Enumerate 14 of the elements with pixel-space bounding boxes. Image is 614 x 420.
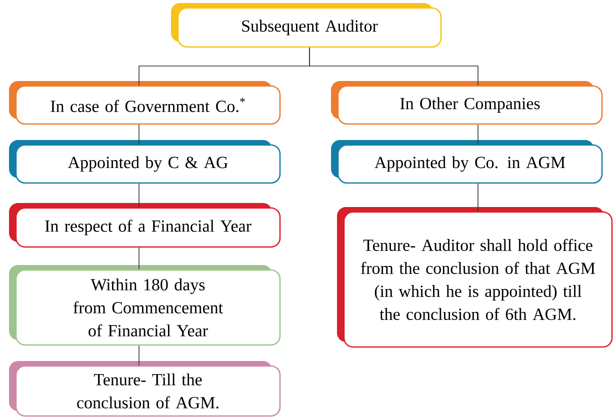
process-box: Within 180 days from Commencement of Financial Year — [9, 265, 281, 346]
process-box: Subsequent Auditor — [171, 3, 442, 48]
process-box: Appointed by Co. in AGM — [331, 140, 603, 184]
process-box: In respect of a Financial Year — [9, 203, 281, 248]
process-box: In case of Government Co.$^{*}$ — [9, 81, 281, 125]
connector-line — [309, 47, 478, 86]
connector-line — [138, 183, 140, 208]
connector-line — [138, 345, 140, 366]
process-box: In Other Companies — [331, 81, 603, 125]
connector-line — [138, 247, 140, 270]
process-box: Tenure- Till the conclusion of AGM. — [9, 360, 281, 417]
connector-line — [138, 124, 140, 145]
process-box: Tenure- Auditor shall hold office from the conclusion of that AGM (in which he is appointed) till the conclusion of 6th AGM. — [337, 207, 613, 348]
process-box: Appointed by C & AG — [9, 140, 281, 184]
